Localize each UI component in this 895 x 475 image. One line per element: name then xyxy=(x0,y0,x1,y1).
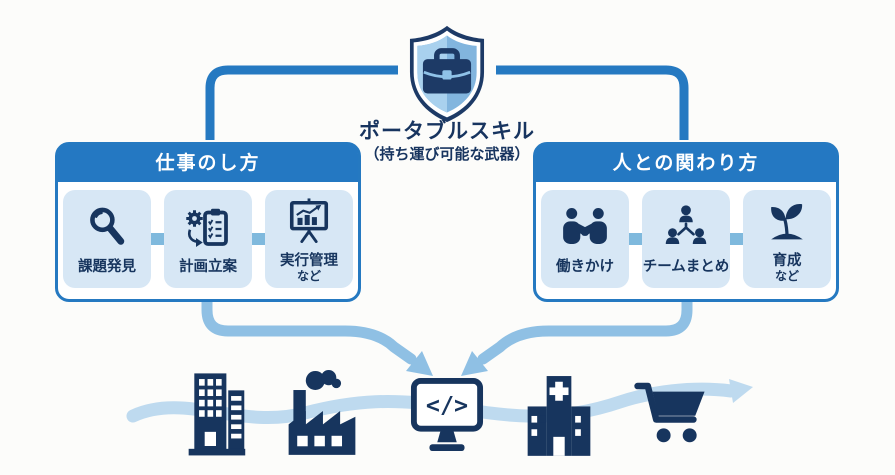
hospital-icon xyxy=(521,372,597,458)
card-label: 計画立案 xyxy=(179,259,237,275)
card-planning: 計画立案 xyxy=(164,189,252,288)
factory-icon xyxy=(281,366,363,456)
handshake-icon xyxy=(560,201,610,251)
card-label: 実行管理 xyxy=(280,253,338,269)
diagram-subtitle: （持ち運び可能な武器） xyxy=(364,145,530,164)
people-relation-header: 人との関わり方 xyxy=(536,145,836,182)
card-note: など xyxy=(296,269,321,283)
card-problem-discovery: 課題発見 xyxy=(63,189,151,288)
card-connector xyxy=(151,232,164,245)
sprout-icon xyxy=(764,195,810,245)
converge-arrows xyxy=(201,294,693,376)
diagram-title: ポータブルスキル xyxy=(359,119,535,143)
shield-briefcase-icon xyxy=(399,24,495,124)
work-style-header: 仕事のし方 xyxy=(58,145,358,182)
card-label: 育成 xyxy=(772,253,802,269)
people-relation-box: 人との関わり方 働きかけ xyxy=(533,142,839,302)
office-building-icon xyxy=(183,369,249,457)
right-arrowhead-icon xyxy=(461,351,488,376)
card-engagement: 働きかけ xyxy=(541,189,629,288)
left-arrowhead-icon xyxy=(406,351,433,376)
card-development: 育成 など xyxy=(743,189,831,288)
card-label: 働きかけ xyxy=(556,259,614,275)
card-note: など xyxy=(774,269,799,283)
title-block: ポータブルスキル （持ち運び可能な武器） xyxy=(317,119,577,163)
team-org-icon xyxy=(662,201,710,251)
card-connector xyxy=(252,232,265,245)
magnifier-icon xyxy=(84,201,130,251)
code-glyph: </> xyxy=(426,391,468,419)
shopping-cart-icon xyxy=(632,377,712,449)
card-connector xyxy=(629,232,642,245)
card-execution-management: 実行管理 など xyxy=(265,189,353,288)
card-connector xyxy=(730,232,743,245)
monitor-code-icon: </> xyxy=(410,377,484,455)
gear-clipboard-icon xyxy=(184,201,232,251)
work-style-box: 仕事のし方 課題発見 xyxy=(55,142,361,302)
card-label: 課題発見 xyxy=(78,259,136,275)
top-bracket-line xyxy=(205,65,689,140)
card-label: チームまとめ xyxy=(642,259,730,275)
card-team-building: チームまとめ xyxy=(642,189,730,288)
presentation-chart-icon xyxy=(286,195,332,245)
wave-arrowhead-icon xyxy=(729,379,753,403)
